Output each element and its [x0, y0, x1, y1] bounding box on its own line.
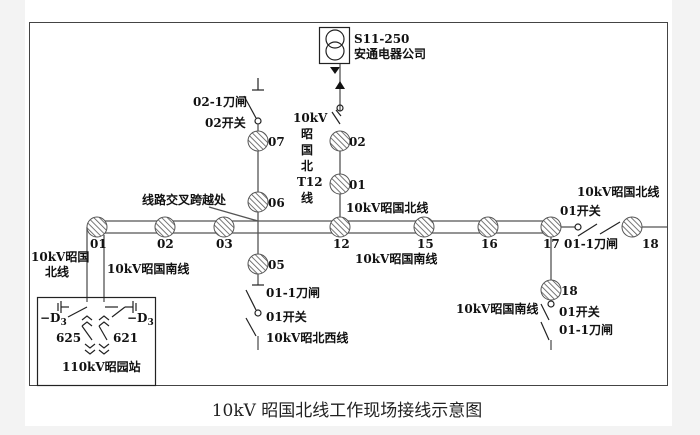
- pole-06[interactable]: [247, 191, 269, 213]
- south-line-label-left: 10kV昭国南线: [107, 261, 189, 276]
- pole-label: 18: [642, 237, 659, 251]
- t12-line-label: 10kV 昭 国 北 T12 线: [293, 111, 328, 205]
- station-line-label: 10kV昭国: [31, 250, 89, 264]
- pole-07[interactable]: [247, 130, 269, 152]
- pole-label: 17: [543, 237, 560, 251]
- pole-02[interactable]: [154, 216, 176, 238]
- transformer-owner: 安通电器公司: [354, 46, 426, 61]
- svg-text:昭: 昭: [301, 127, 313, 141]
- pole-label: 16: [481, 237, 498, 251]
- knife-switch-label: 01-1刀闸: [564, 236, 618, 251]
- t12-pole-01[interactable]: [329, 173, 351, 195]
- switch-label: 01开关: [560, 203, 601, 218]
- switch-label: 01开关: [266, 309, 307, 324]
- main-poles: [86, 130, 643, 301]
- diagram-sheet: S11-250 安通电器公司 01 02 03 12 15 16 17 18 1…: [25, 0, 672, 426]
- crossing-leader-line: [208, 206, 259, 222]
- pole-15[interactable]: [413, 216, 435, 238]
- arrow-down-icon: [330, 67, 340, 74]
- switch-label: 02开关: [205, 115, 246, 130]
- line-label: 10kV昭国北线: [577, 184, 659, 199]
- bay-label: 625: [56, 331, 81, 345]
- transformer-icon: [325, 29, 345, 49]
- pole-label: 07: [268, 135, 285, 149]
- pole-01[interactable]: [86, 216, 108, 238]
- pole-label: 12: [333, 237, 350, 251]
- svg-text:10kV: 10kV: [293, 111, 328, 125]
- pole-05[interactable]: [247, 253, 269, 275]
- south-line-label: 10kV昭国南线: [355, 251, 437, 266]
- svg-text:北: 北: [301, 158, 313, 173]
- knife-switch-label: 01-1刀闸: [266, 285, 320, 300]
- pole-label: 18: [561, 284, 578, 298]
- station-line-label: 北线: [45, 264, 69, 279]
- frame-border: [29, 22, 668, 386]
- south-branch-lines: [540, 237, 555, 350]
- line-label: 10kV昭国南线: [456, 301, 538, 316]
- t12-pole-02[interactable]: [329, 130, 351, 152]
- pole-12[interactable]: [329, 216, 351, 238]
- south-pole-18[interactable]: [540, 279, 562, 301]
- pole-label: 03: [216, 237, 233, 251]
- ground-label-right: −D3: [127, 311, 154, 328]
- pole-label: 05: [268, 258, 285, 272]
- t12-branch-lines: [318, 26, 351, 221]
- pole-16[interactable]: [477, 216, 499, 238]
- pole-03[interactable]: [213, 216, 235, 238]
- station-name: 110kV昭园站: [62, 359, 141, 374]
- bay-label: 621: [113, 331, 138, 345]
- switch-label: 01开关: [559, 304, 600, 319]
- knife-switch-label: 01-1刀闸: [559, 322, 613, 337]
- fuse-icon: [331, 111, 341, 125]
- ground-label-left: −D3: [40, 311, 67, 328]
- diagram-caption: 10kV 昭国北线工作现场接线示意图: [212, 401, 483, 421]
- svg-text:T12: T12: [297, 175, 323, 189]
- crossing-label: 线路交叉跨越处: [142, 192, 227, 207]
- station-box: [36, 296, 157, 387]
- svg-text:国: 国: [301, 143, 313, 157]
- arrow-up-icon: [335, 81, 345, 89]
- pole-label: 02: [157, 237, 174, 251]
- pole-17[interactable]: [540, 216, 562, 238]
- transformer-model: S11-250: [354, 32, 409, 46]
- wiring-diagram: S11-250 安通电器公司 01 02 03 12 15 16 17 18 1…: [29, 22, 668, 421]
- switch-contact-icon: [574, 223, 582, 231]
- pole-18[interactable]: [621, 216, 643, 238]
- knife-blade-icon: [599, 221, 621, 235]
- transformer-box: [318, 26, 351, 65]
- pole-label: 02: [349, 135, 366, 149]
- north-line-label: 10kV昭国北线: [346, 200, 428, 215]
- knife-switch-label: 02-1刀闸: [193, 94, 247, 109]
- pole-label: 01: [349, 178, 366, 192]
- pole-label: 15: [417, 237, 434, 251]
- left-branch-lines: [208, 78, 264, 350]
- pole-label: 06: [268, 196, 285, 210]
- pole-label: 01: [90, 237, 107, 251]
- line-label: 10kV昭北西线: [266, 330, 348, 345]
- switch-blade-icon: [577, 223, 598, 237]
- svg-text:线: 线: [301, 190, 313, 205]
